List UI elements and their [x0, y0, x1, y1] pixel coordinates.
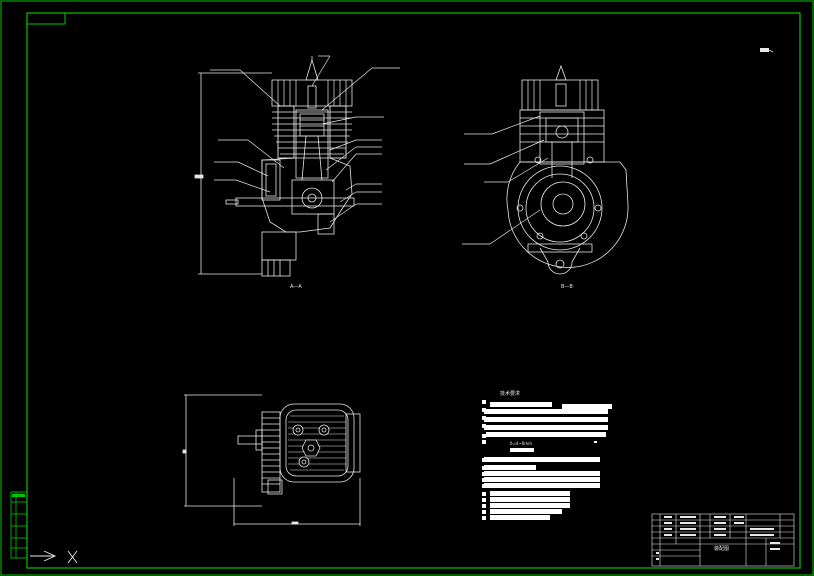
revision-mark	[760, 48, 774, 53]
section-b-label: B—B	[561, 284, 573, 290]
orientation-mark	[30, 550, 78, 564]
tech-notes-fit-note: δ=4~6mm	[510, 441, 532, 446]
binding-strip	[10, 491, 28, 559]
section-a-view	[194, 55, 400, 277]
top-view	[182, 394, 361, 526]
title-block-drawing-title: 装配图	[714, 545, 729, 552]
section-b-view	[462, 64, 629, 275]
inner-drawing-frame	[26, 12, 801, 569]
drawing-number-box	[26, 12, 66, 25]
technical-notes: 技术要求 δ=4~6mm	[482, 390, 612, 520]
title-block	[651, 513, 795, 567]
section-a-label: A—A	[290, 284, 302, 290]
tech-notes-title: 技术要求	[500, 390, 520, 397]
